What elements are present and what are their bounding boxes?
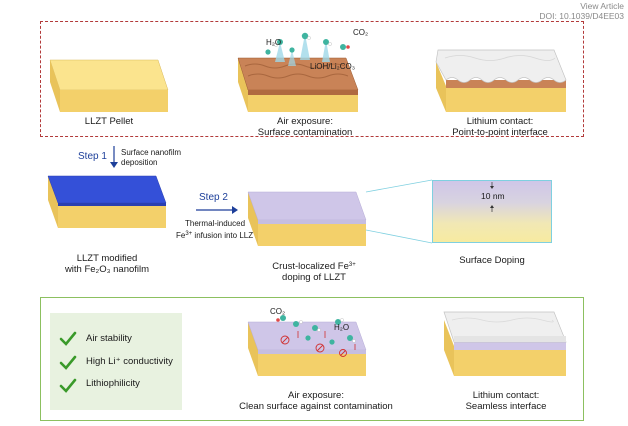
lithium-label-top: Lithium contact:Point-to-point interface (452, 116, 548, 138)
check-icon (59, 355, 77, 370)
co2-label-bottom: CO₂ (270, 307, 286, 316)
repelled-molecules (276, 315, 356, 345)
pellet-label: LLZT Pellet (84, 116, 134, 127)
blocked-icons (280, 335, 347, 357)
crust-doping-label: Crust-localized Fe3+ doping of LLZT (272, 261, 356, 283)
h2o-label-top: H₂O (266, 38, 282, 47)
step1-label: Step 1 (78, 151, 107, 162)
check-icon (59, 378, 77, 393)
view-article-link[interactable]: View Article (580, 1, 624, 11)
surface-doping-label: Surface Doping (459, 255, 525, 266)
benefit-item: Lithiophilicity (86, 378, 140, 389)
lithium-label-bottom: Lithium contact:Seamless interface (465, 390, 547, 412)
benefit-item: High Li⁺ conductivity (86, 356, 173, 367)
doi-text: DOI: 10.1039/D4EE03 (539, 11, 624, 21)
molecule-cones (265, 32, 350, 66)
contaminant-label: LiOH/Li₂CO₃ (310, 62, 356, 71)
co2-label-top: CO₂ (353, 28, 369, 37)
air-exposure-label-top: Air exposure:Surface contamination (257, 116, 353, 138)
bottom-panel-frame (40, 297, 584, 421)
step2-desc: Thermal-induced Fe3+ infusion into LLZT (176, 219, 258, 240)
h2o-label-bottom: H₂O (334, 323, 350, 332)
repel-arrows (297, 331, 356, 350)
check-icon (59, 331, 77, 346)
step2-label: Step 2 (199, 192, 228, 203)
benefits-panel: Air stability High Li⁺ conductivity Lith… (50, 313, 182, 410)
top-panel-frame (40, 21, 584, 137)
thickness-label: 10 nm (481, 191, 505, 201)
benefit-item: Air stability (86, 333, 132, 344)
air-exposure-label-bottom: Air exposure:Clean surface against conta… (239, 390, 393, 412)
